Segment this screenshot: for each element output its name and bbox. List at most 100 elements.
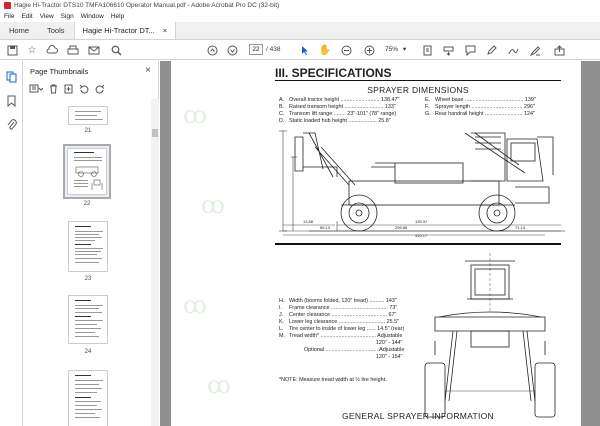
menu-window[interactable]: Window <box>80 13 104 20</box>
dim-label: 13.88 <box>303 219 314 224</box>
spec-m-optional: Optional ...............................… <box>289 347 405 353</box>
spec-h: H.Width (booms folded, 120" tread) .....… <box>279 298 397 304</box>
page-thumbnail-24[interactable] <box>68 295 108 344</box>
tab-document[interactable]: Hagie Hi-Tractor DT... × <box>73 22 177 39</box>
bookmark-star-icon[interactable]: ☆ <box>27 44 37 56</box>
sprayer-front-view-drawing <box>424 253 556 418</box>
fit-page-icon[interactable] <box>420 43 434 57</box>
close-panel-icon[interactable]: × <box>145 65 151 76</box>
bookmarks-icon[interactable] <box>5 94 18 107</box>
spec-a: A.Overall tractor height ...............… <box>279 97 400 103</box>
spec-l: L.Tire center to inside of lower leg ...… <box>279 326 405 332</box>
page-total-label: / 438 <box>266 46 281 53</box>
thumbnail-panel-header: Page Thumbnails × <box>23 61 158 81</box>
menu-view[interactable]: View <box>39 13 54 20</box>
watermark-swirl: ꝏ <box>207 371 231 399</box>
page-thumbnail-23[interactable] <box>68 221 108 272</box>
share-icon[interactable] <box>552 43 566 57</box>
watermark-swirl: ꝏ <box>183 291 207 319</box>
scroll-mode-icon[interactable] <box>441 43 455 57</box>
thumbnail-options-icon[interactable] <box>29 84 44 95</box>
main-toolbar <box>0 40 600 60</box>
page-thumbnails-icon[interactable] <box>5 70 18 83</box>
delete-page-icon[interactable] <box>49 84 58 96</box>
spec-b: B.Raised transom height ................… <box>279 104 396 110</box>
document-tab-label: Hagie Hi-Tractor DT... <box>82 26 155 35</box>
comment-icon[interactable] <box>463 43 477 57</box>
menu-file[interactable]: File <box>4 13 15 20</box>
next-page-icon[interactable] <box>225 43 239 57</box>
thumbnail-label-23: 23 <box>84 276 92 282</box>
tab-home[interactable]: Home <box>9 26 30 35</box>
attachments-icon[interactable] <box>5 118 18 131</box>
page-thumbnail-21[interactable] <box>68 106 108 125</box>
pdf-page: ꝏ ꝏ ꝏ ꝏ III. SPECIFICATIONS SPRAYER DIME… <box>171 61 581 426</box>
insert-page-icon[interactable] <box>64 84 73 96</box>
spec-d: D.Static loaded hub height .............… <box>279 118 391 124</box>
sprayer-dimensions-heading: SPRAYER DIMENSIONS <box>367 85 469 95</box>
section-divider <box>275 243 561 245</box>
zoom-out-icon[interactable] <box>339 43 353 57</box>
general-sprayer-information-heading: GENERAL SPRAYER INFORMATION <box>342 411 494 421</box>
menu-help[interactable]: Help <box>110 13 125 20</box>
spec-k: K.Lower leg clearance ..................… <box>279 319 400 325</box>
rotate-right-icon[interactable] <box>95 84 105 96</box>
spec-i: I.Frame clearance ......................… <box>279 305 398 311</box>
acrobat-logo-icon <box>4 2 11 9</box>
thumbnail-panel-title: Page Thumbnails <box>30 66 89 76</box>
spec-m: M.Tread width* .........................… <box>279 333 403 339</box>
tab-tools[interactable]: Tools <box>47 26 65 35</box>
title-bar: Hagie Hi-Tractor DTS10 TMFA106610 Operat… <box>0 0 600 11</box>
chevron-down-icon: ▾ <box>402 46 407 53</box>
menu-bar: File Edit View Sign Window Help <box>0 11 600 22</box>
heading-rule <box>275 80 561 81</box>
thumbnail-label-22: 22 <box>83 201 91 207</box>
highlight-pen-icon[interactable] <box>484 43 498 57</box>
menu-edit[interactable]: Edit <box>21 13 33 20</box>
search-icon[interactable] <box>109 43 123 57</box>
fill-sign-icon[interactable] <box>528 43 542 57</box>
tab-bar: Home Tools Hagie Hi-Tractor DT... × <box>0 22 600 40</box>
dim-label: 85.13 <box>320 225 331 230</box>
page-number-input[interactable]: 22 <box>249 44 263 55</box>
close-tab-icon[interactable]: × <box>162 26 168 35</box>
page-heading: III. SPECIFICATIONS <box>275 66 392 80</box>
spec-g: G.Rear handrail height .................… <box>425 111 535 117</box>
dim-label: 139.37 <box>415 219 428 224</box>
page-thumbnail-22[interactable] <box>67 148 107 195</box>
window-title: Hagie Hi-Tractor DTS10 TMFA106610 Operat… <box>14 2 280 9</box>
print-icon[interactable] <box>66 43 80 57</box>
save-icon[interactable] <box>5 43 19 57</box>
spec-e: E.Wheel base ...........................… <box>425 97 536 103</box>
upload-cloud-icon[interactable] <box>45 43 59 57</box>
menu-sign[interactable]: Sign <box>60 13 74 20</box>
thumbnail-scrollbar[interactable] <box>151 99 159 426</box>
select-cursor-icon[interactable] <box>298 43 312 57</box>
mail-icon[interactable] <box>87 43 101 57</box>
spec-m-optional-range: 120" - 154" <box>289 354 403 360</box>
previous-page-icon[interactable] <box>205 43 219 57</box>
spec-f: F.Sprayer length .......................… <box>425 104 535 110</box>
watermark-swirl: ꝏ <box>201 191 225 219</box>
zoom-in-icon[interactable] <box>362 43 376 57</box>
thumbnail-scroll-thumb[interactable] <box>152 129 158 137</box>
spec-c: C.Transom lift range ........ 23"-101" (… <box>279 111 397 117</box>
dim-label: 71.13 <box>515 225 526 230</box>
draw-icon[interactable] <box>506 43 520 57</box>
spec-j: J.Center clearance .....................… <box>279 312 397 318</box>
left-rail <box>0 61 23 426</box>
page-thumbnail-25[interactable] <box>68 370 108 426</box>
thumbnail-toolbar <box>23 81 158 98</box>
zoom-value: 75% <box>385 46 399 53</box>
tread-width-note: *NOTE: Measure tread width at ½ tire hei… <box>279 377 387 383</box>
thumbnail-label-21: 21 <box>84 128 92 134</box>
sprayer-side-view-drawing: 13.88 296.88 139.37 71.13 85.13 310.17 <box>279 130 565 238</box>
rotate-left-icon[interactable] <box>79 84 89 96</box>
zoom-level-select[interactable]: 75% ▾ <box>385 44 415 55</box>
dim-label: 310.17 <box>415 233 428 238</box>
thumbnail-label-24: 24 <box>84 349 92 355</box>
dim-label: 296.88 <box>395 225 408 230</box>
hand-tool-icon[interactable]: ✋ <box>318 44 332 56</box>
watermark-swirl: ꝏ <box>183 101 207 129</box>
spec-m-range: 120" - 144" <box>289 340 403 346</box>
